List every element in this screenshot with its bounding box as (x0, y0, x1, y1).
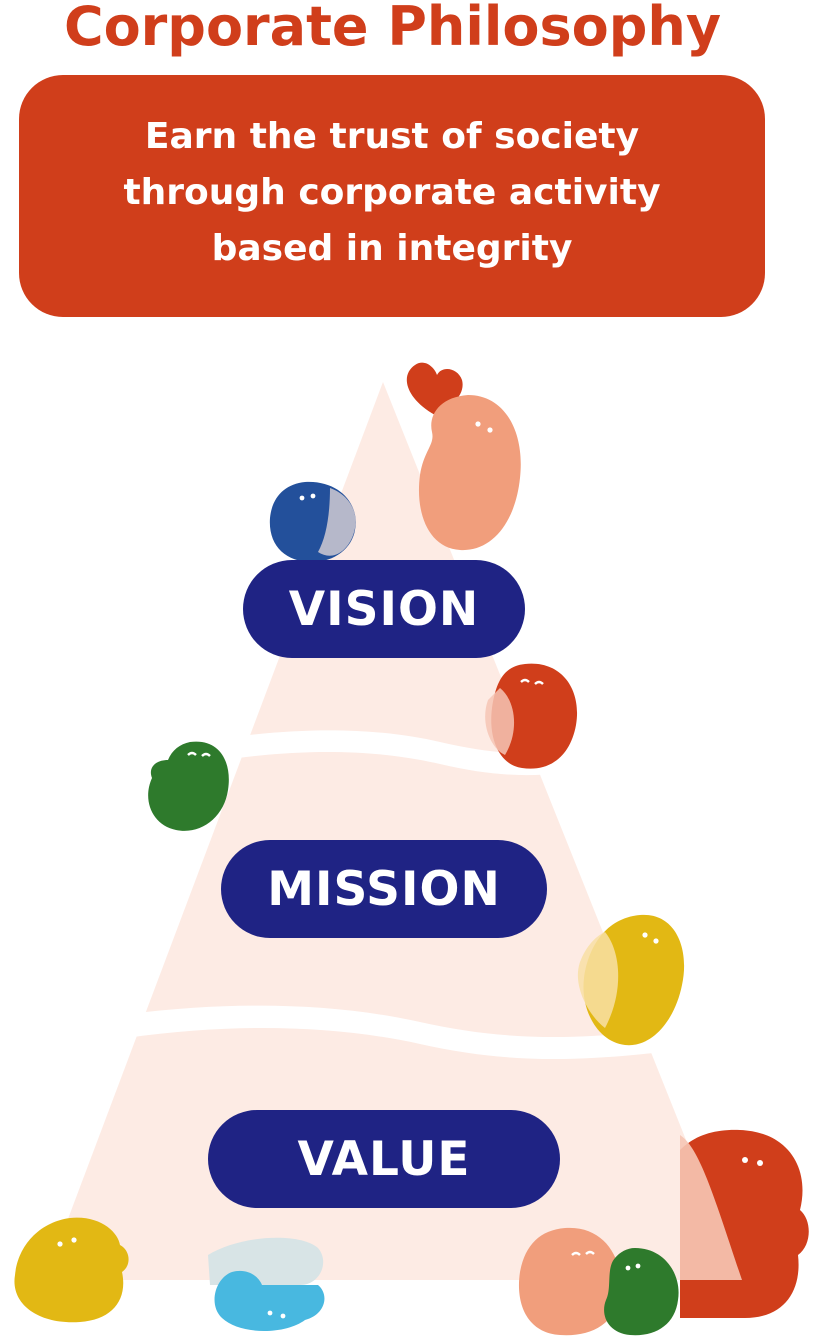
tier-value: VALUE (208, 1110, 560, 1208)
salmon-character-bottom-icon (518, 1227, 621, 1336)
yellow-character-bottom-icon (14, 1217, 129, 1323)
philosophy-statement: Earn the trust of society through corpor… (123, 116, 661, 269)
salmon-character-top-icon (418, 395, 521, 551)
red-character-bottom-icon (680, 1129, 809, 1318)
tier-divider-bottom (100, 1005, 680, 1060)
red-character-middle-icon (485, 663, 578, 769)
philosophy-statement-box: Earn the trust of society through corpor… (19, 75, 765, 317)
tier-divider-top (200, 730, 600, 776)
tier-vision: VISION (243, 560, 525, 658)
blue-character-icon (269, 481, 356, 562)
green-character-bottom-icon (604, 1248, 679, 1336)
yellow-character-icon (577, 914, 685, 1046)
tier-mission: MISSION (221, 840, 547, 938)
green-character-icon (148, 741, 229, 831)
page-title: Corporate Philosophy (63, 0, 722, 58)
light-blue-character-icon (208, 1237, 325, 1332)
